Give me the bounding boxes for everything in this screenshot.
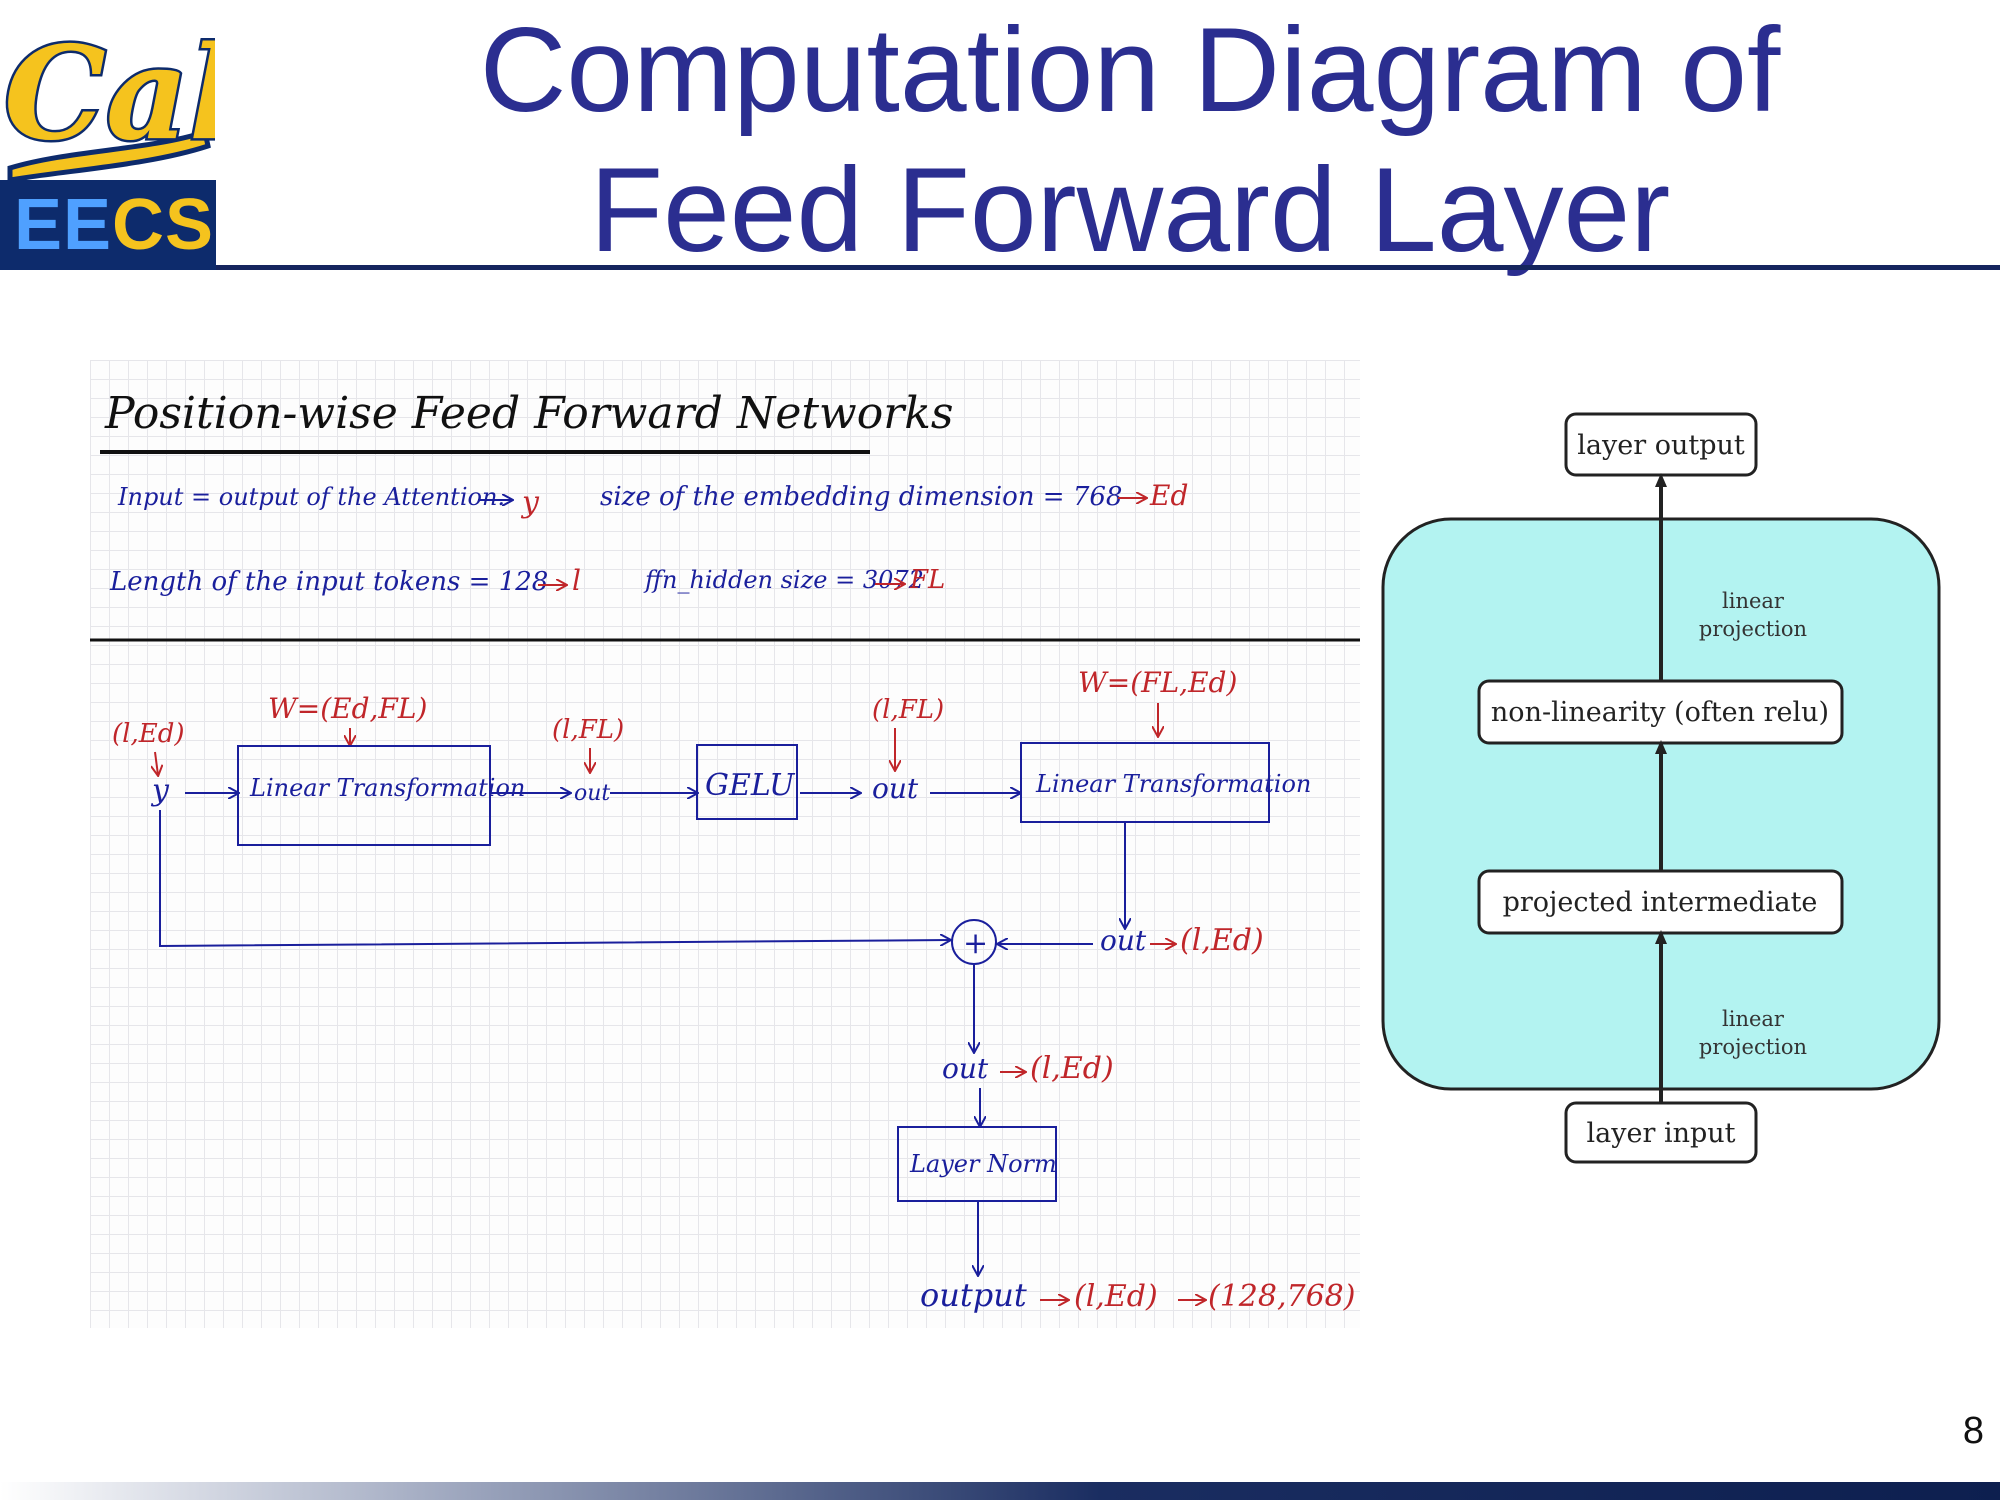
notes-line2-right-symbol: FL xyxy=(909,565,945,595)
out3-label: out xyxy=(1100,924,1147,957)
cal-logo-text: Cal xyxy=(4,19,215,169)
linear-transformation-label-2: Linear Transformation xyxy=(1035,770,1311,798)
out1-label: out xyxy=(574,781,610,806)
output-label: output xyxy=(920,1276,1027,1314)
out2-label: out xyxy=(872,772,919,805)
input-var: y xyxy=(150,773,170,808)
gelu-label: GELU xyxy=(705,768,796,803)
out4-label: out xyxy=(942,1052,989,1085)
title-divider xyxy=(216,265,2000,270)
layer-norm-label: Layer Norm xyxy=(909,1150,1057,1178)
notes-line2-right: ffn_hidden size = 3072 xyxy=(643,566,924,594)
w2-label: W=(FL,Ed) xyxy=(1078,666,1237,699)
page-number: 8 xyxy=(1962,1410,1984,1452)
projected-intermediate-label: projected intermediate xyxy=(1503,887,1818,918)
notes-line1-left-symbol: y xyxy=(520,485,540,520)
cal-logo: Cal xyxy=(2,17,215,180)
nonlinearity-label: non-linearity (often relu) xyxy=(1491,697,1829,728)
notes-heading: Position-wise Feed Forward Networks xyxy=(104,388,953,439)
notes-line1-left: Input = output of the Attention. xyxy=(117,483,505,511)
output-shape-numeric: (128,768) xyxy=(1208,1279,1355,1314)
input-shape-arrow xyxy=(155,751,158,775)
notes-line1-right: size of the embedding dimension = 768 xyxy=(600,482,1122,512)
notes-line1-right-symbol: Ed xyxy=(1149,479,1188,512)
w1-label: W=(Ed,FL) xyxy=(268,692,427,725)
footer-bar xyxy=(0,1482,2000,1500)
residual-skip-connection xyxy=(159,810,950,948)
output-shape: (l,Ed) xyxy=(1074,1279,1158,1314)
notes-line2-left: Length of the input tokens = 128 xyxy=(109,567,548,597)
layer-input-label: layer input xyxy=(1586,1118,1735,1149)
out3-shape: (l,Ed) xyxy=(1180,923,1264,958)
eecs-logo-cs: CS xyxy=(112,185,215,265)
shape-after-gelu: (l,FL) xyxy=(872,695,944,725)
gelu-box xyxy=(696,744,798,820)
linear-transformation-box-2 xyxy=(1020,742,1270,823)
input-shape-label: (l,Ed) xyxy=(112,719,185,749)
shape-after-linear1: (l,FL) xyxy=(552,715,624,745)
linear-transformation-label-1: Linear Transformation xyxy=(249,774,525,802)
notes-line2-left-symbol: l xyxy=(572,564,581,597)
residual-add-symbol: + xyxy=(963,926,988,961)
eecs-logo-ee: EE xyxy=(14,185,113,265)
linear-transformation-box-1 xyxy=(237,745,491,846)
layer-output-label: layer output xyxy=(1577,430,1745,461)
out4-shape: (l,Ed) xyxy=(1030,1051,1114,1086)
